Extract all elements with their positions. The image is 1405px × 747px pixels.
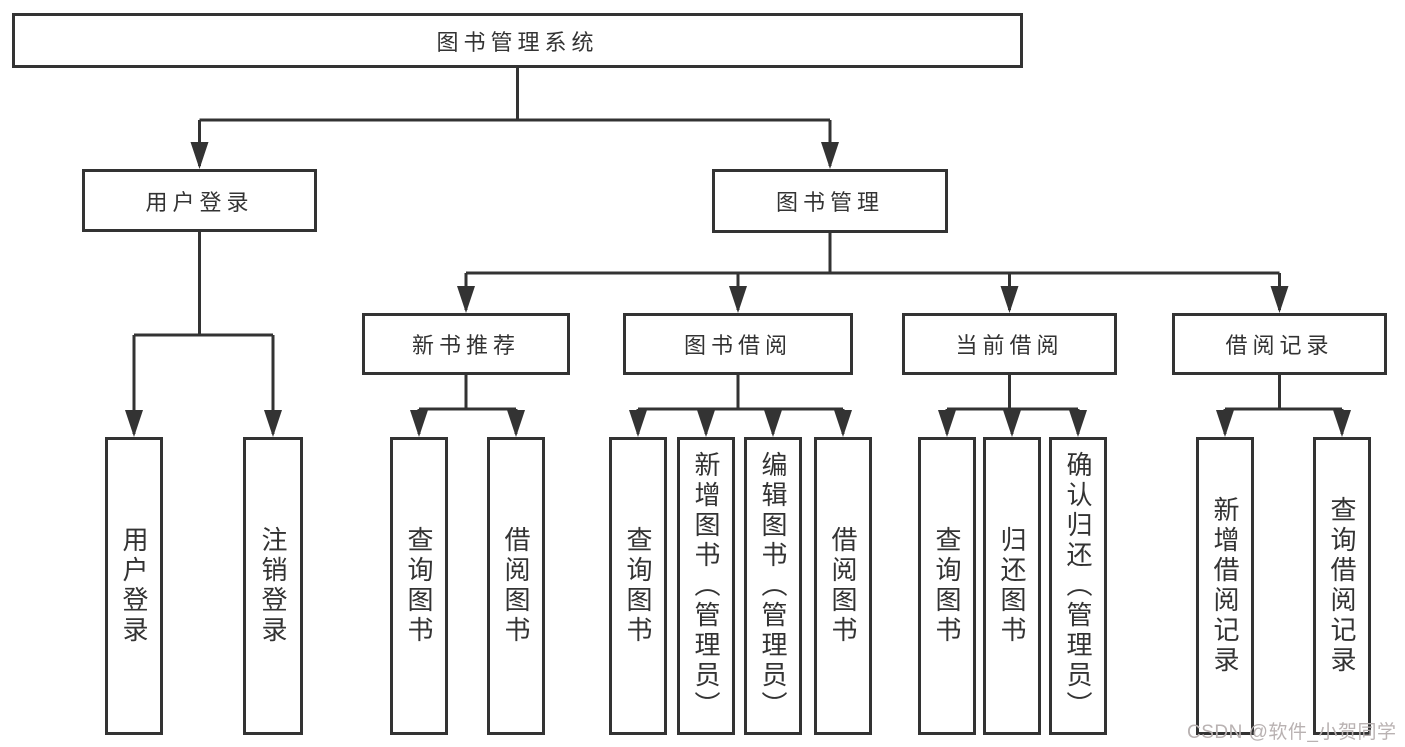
leaf-borrow-book-2: 借阅图书: [814, 437, 872, 735]
leaf-query-book-2-label: 查询图书: [623, 526, 653, 646]
leaf-logout-label: 注销登录: [258, 526, 288, 646]
node-root: 图书管理系统: [12, 13, 1023, 68]
node-book-borrow-label: 图书借阅: [683, 333, 792, 358]
node-current-borrow-label: 当前借阅: [955, 333, 1064, 358]
leaf-add-book-admin-label: 新增图书（管理员）: [691, 451, 721, 721]
leaf-user-login: 用户登录: [105, 437, 163, 735]
leaf-edit-book-admin: 编辑图书（管理员）: [744, 437, 802, 735]
leaf-query-book-1: 查询图书: [390, 437, 448, 735]
leaf-add-borrow-record-label: 新增借阅记录: [1210, 496, 1240, 676]
node-new-book-recommend-label: 新书推荐: [411, 333, 520, 358]
node-book-management-label: 图书管理: [775, 190, 884, 215]
leaf-query-book-1-label: 查询图书: [404, 526, 434, 646]
leaf-add-borrow-record: 新增借阅记录: [1196, 437, 1254, 735]
leaf-query-borrow-record-label: 查询借阅记录: [1327, 496, 1357, 676]
node-borrow-records: 借阅记录: [1172, 313, 1387, 375]
node-new-book-recommend: 新书推荐: [362, 313, 570, 375]
watermark: CSDN @软件_小贺同学: [1187, 722, 1397, 743]
node-book-borrow: 图书借阅: [623, 313, 853, 375]
leaf-edit-book-admin-label: 编辑图书（管理员）: [758, 451, 788, 721]
leaf-user-login-label: 用户登录: [119, 526, 149, 646]
leaf-query-book-3-label: 查询图书: [932, 526, 962, 646]
node-user-login-label: 用户登录: [145, 189, 254, 215]
node-borrow-records-label: 借阅记录: [1225, 333, 1334, 358]
arrowhead-icons: [125, 142, 1351, 437]
leaf-query-borrow-record: 查询借阅记录: [1313, 437, 1371, 735]
leaf-query-book-3: 查询图书: [918, 437, 976, 735]
node-current-borrow: 当前借阅: [902, 313, 1117, 375]
leaf-add-book-admin: 新增图书（管理员）: [677, 437, 735, 735]
leaf-return-book: 归还图书: [983, 437, 1041, 735]
leaf-borrow-book-2-label: 借阅图书: [828, 526, 858, 646]
leaf-confirm-return-admin-label: 确认归还（管理员）: [1063, 451, 1093, 721]
leaf-return-book-label: 归还图书: [997, 526, 1027, 646]
node-user-login: 用户登录: [82, 169, 317, 232]
leaf-logout: 注销登录: [243, 437, 303, 735]
leaf-confirm-return-admin: 确认归还（管理员）: [1049, 437, 1107, 735]
leaf-borrow-book-1-label: 借阅图书: [501, 526, 531, 646]
node-book-management: 图书管理: [712, 169, 948, 233]
leaf-borrow-book-1: 借阅图书: [487, 437, 545, 735]
node-root-label: 图书管理系统: [436, 29, 599, 55]
leaf-query-book-2: 查询图书: [609, 437, 667, 735]
